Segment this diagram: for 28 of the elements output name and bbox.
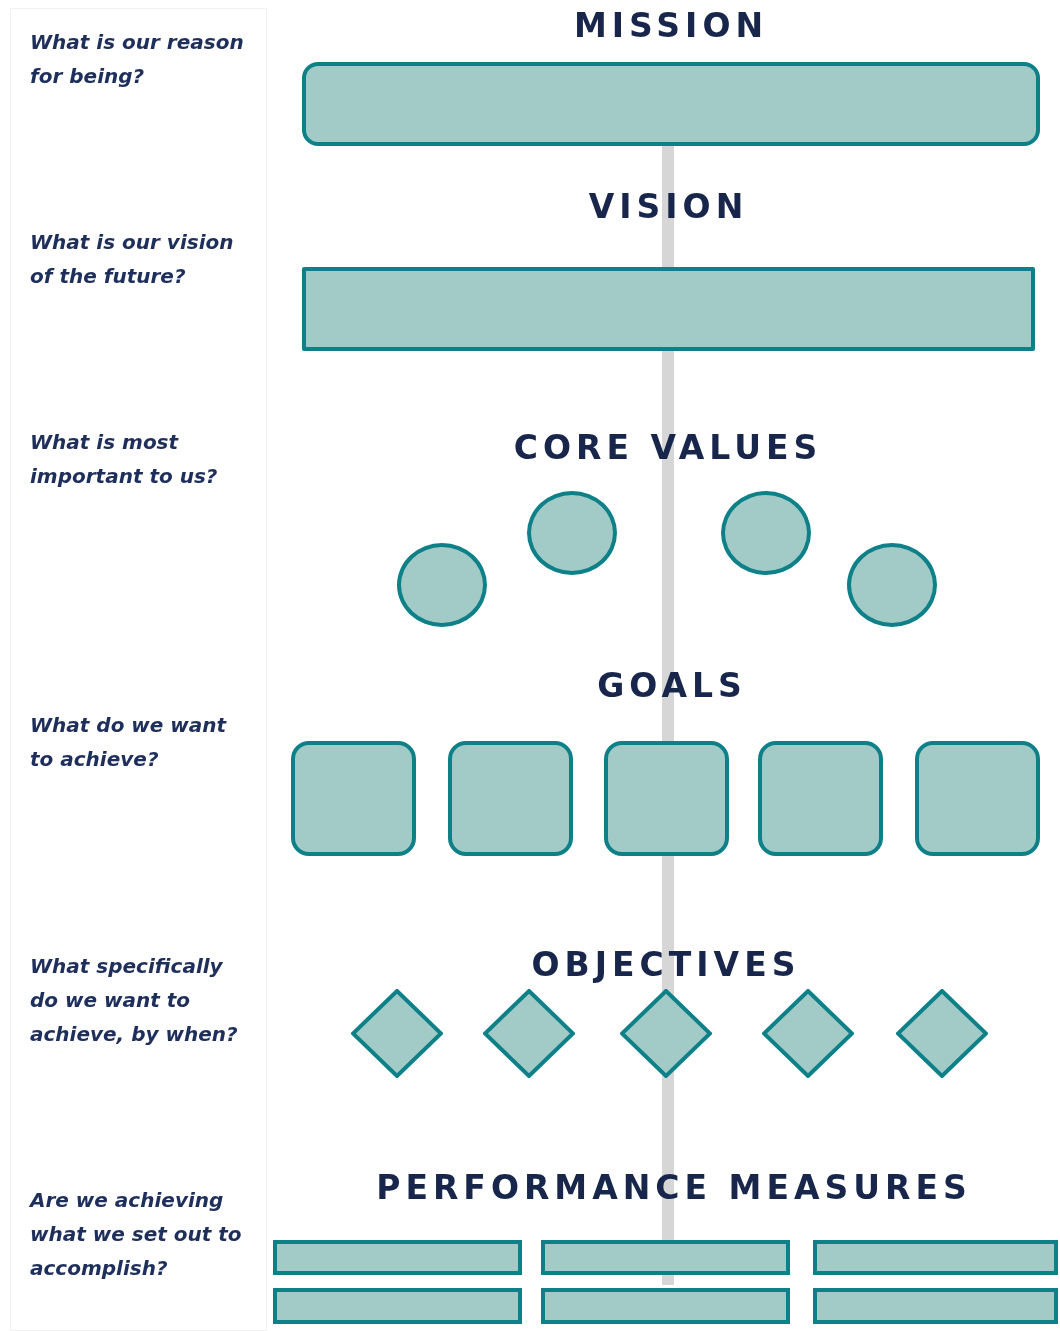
diamond-shape <box>351 989 443 1078</box>
diamond-shape <box>896 989 988 1078</box>
question-text: Are we achieving what we set out to accomplish? <box>30 1187 243 1282</box>
section-heading: OBJECTIVES <box>531 945 801 985</box>
section-heading: CORE VALUES <box>513 428 823 468</box>
question-text: What is our vision of the future? <box>30 229 235 290</box>
rectangle-bar <box>813 1288 1058 1324</box>
diamond-shape <box>483 989 575 1078</box>
rectangle-bar <box>541 1240 790 1275</box>
section-heading: MISSION <box>573 6 769 46</box>
diamond-shape <box>620 989 712 1078</box>
rectangle-bar <box>273 1288 522 1324</box>
section-heading: VISION <box>588 187 749 227</box>
rounded-square <box>758 741 883 856</box>
rectangle-bar <box>813 1240 1058 1275</box>
section-heading: GOALS <box>597 666 747 706</box>
rounded-square <box>604 741 729 856</box>
question-text: What is most important to us? <box>30 429 219 490</box>
rounded-square <box>448 741 573 856</box>
rounded-square <box>915 741 1040 856</box>
diamond-shape <box>762 989 854 1078</box>
question-text: What do we want to achieve? <box>30 712 228 773</box>
section-heading: PERFORMANCE MEASURES <box>376 1168 972 1208</box>
question-text: What specifically do we want to achieve, by when? <box>30 953 239 1048</box>
rounded-square <box>291 741 416 856</box>
question-text: What is our reason for being? <box>30 29 245 90</box>
rectangle-bar <box>541 1288 790 1324</box>
rectangle-bar <box>273 1240 522 1275</box>
